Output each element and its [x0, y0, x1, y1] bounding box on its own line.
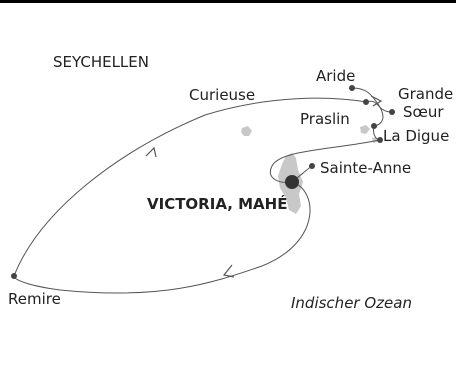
island-praslin — [360, 125, 370, 134]
place-label-grande-soeur-1: Grande — [398, 85, 453, 103]
place-label-curieuse: Curieuse — [189, 86, 255, 104]
stop-marker-grande-soeur — [389, 109, 395, 115]
ocean-label: Indischer Ozean — [291, 294, 412, 312]
island-silhouette — [241, 126, 252, 136]
route-mahe-remire — [13, 181, 311, 294]
route-aride-praslin — [351, 87, 384, 127]
place-label-remire: Remire — [8, 290, 61, 308]
stop-marker-la-digue — [377, 137, 383, 143]
place-label-grande-soeur-2: Sœur — [403, 103, 444, 121]
place-label-aride: Aride — [316, 67, 355, 85]
route-la-digue-mahe — [270, 139, 381, 183]
route-remire-curieuse — [13, 97, 367, 277]
stop-marker-remire — [11, 273, 17, 279]
route-curieuse-grande-soeur — [365, 100, 393, 113]
capital-label: VICTORIA, MAHÉ — [147, 194, 287, 213]
stop-marker-sainte-anne — [309, 163, 315, 169]
region-label: SEYCHELLEN — [53, 53, 149, 71]
place-label-praslin: Praslin — [300, 110, 350, 128]
place-label-la-digue: La Digue — [383, 127, 449, 145]
capital-marker-victoria — [285, 175, 299, 189]
stop-marker-aride — [349, 85, 355, 91]
place-label-sainte-anne: Sainte-Anne — [320, 159, 411, 177]
route-arrow-east — [370, 95, 383, 107]
stop-marker-praslin — [371, 123, 377, 129]
route-arrow-north — [145, 146, 157, 158]
route-arrow-south — [222, 264, 235, 278]
stop-marker-curieuse — [363, 99, 369, 105]
